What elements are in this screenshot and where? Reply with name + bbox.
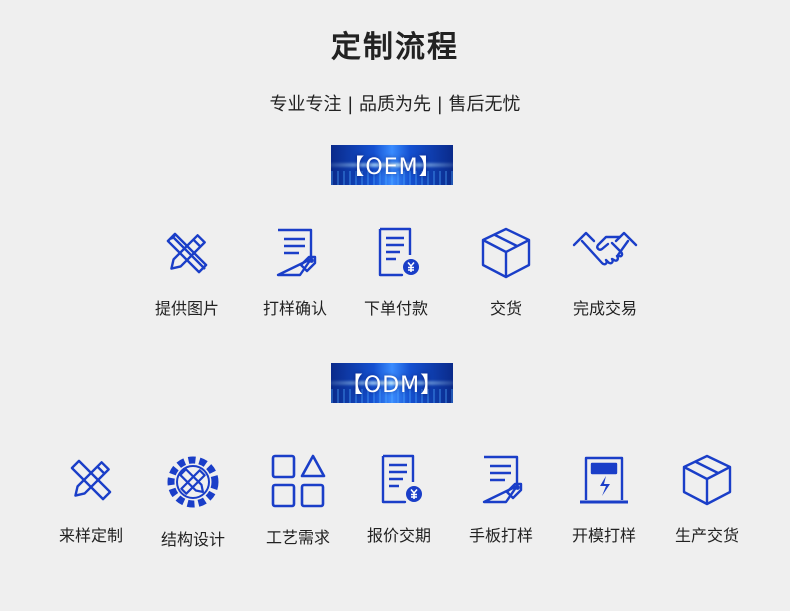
box-icon	[481, 227, 531, 279]
document-tag-icon	[276, 228, 317, 277]
oem-badge-text: 【OEM】	[342, 155, 442, 180]
step-label: 结构设计	[160, 530, 225, 549]
page-subtitle: 专业专注 | 品质为先 | 售后无忧	[269, 94, 521, 115]
box-icon	[682, 454, 732, 506]
document-tag-icon	[482, 455, 523, 504]
odm-banner: 【ODM】	[331, 363, 453, 403]
oem-step-sample-confirm: 打样确认	[240, 225, 350, 319]
step-label: 完成交易	[572, 299, 637, 318]
step-label: 生产交货	[674, 526, 739, 545]
step-label: 报价交期	[366, 526, 431, 545]
odm-step-custom-sample: 来样定制	[36, 452, 146, 546]
odm-step-process-requirement: 工艺需求	[243, 452, 353, 548]
shapes-icon	[271, 454, 326, 508]
page-title: 定制流程	[331, 30, 459, 65]
invoice-yen-icon	[381, 454, 422, 504]
step-label: 手板打样	[468, 526, 533, 545]
odm-step-production-delivery: 生产交货	[652, 452, 762, 546]
step-label: 交货	[489, 299, 522, 318]
step-label: 提供图片	[154, 299, 219, 318]
pencil-ruler-icon	[166, 232, 208, 274]
step-label: 来样定制	[58, 526, 123, 545]
machine-icon	[580, 456, 628, 504]
odm-step-structure-design: 结构设计	[138, 452, 248, 550]
oem-banner: 【OEM】	[331, 145, 453, 185]
step-label: 工艺需求	[265, 528, 330, 547]
odm-step-mold-sample: 开模打样	[549, 452, 659, 546]
invoice-yen-icon	[378, 227, 419, 277]
odm-step-quote-delivery: 报价交期	[344, 452, 454, 546]
oem-step-provide-image: 提供图片	[132, 225, 242, 319]
pencil-ruler-icon	[70, 459, 112, 501]
step-label: 打样确认	[262, 299, 327, 318]
gear-pencil-icon	[167, 456, 219, 508]
odm-badge-text: 【ODM】	[340, 373, 444, 398]
step-label: 开模打样	[571, 526, 636, 545]
odm-step-hand-sample: 手板打样	[446, 452, 556, 546]
oem-step-order-pay: 下单付款	[341, 225, 451, 319]
oem-step-complete-deal: 完成交易	[550, 225, 660, 319]
step-label: 下单付款	[363, 299, 428, 318]
handshake-icon	[572, 231, 638, 266]
oem-step-delivery: 交货	[451, 225, 561, 319]
